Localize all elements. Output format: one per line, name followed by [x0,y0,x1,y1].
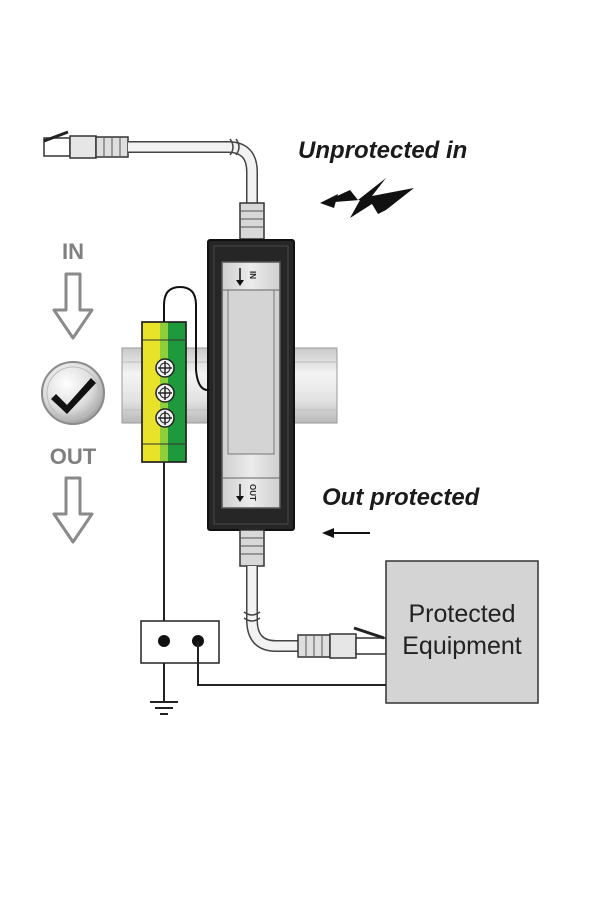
out-protected-label: Out protected [322,484,481,511]
ground-icon [150,663,178,715]
device-ground-wire [163,285,211,392]
input-plug [43,130,129,159]
out-arrow-icon [322,528,370,538]
lightning-bolt-icon [320,178,414,218]
out-down-arrow-icon [52,476,94,544]
unprotected-in-label: Unprotected in [298,137,467,164]
in-label: IN [62,239,84,264]
device-in-tag: IN [248,271,257,279]
device-in-marker: IN [236,268,257,286]
equipment-ground-wire [197,641,386,686]
surge-protector-device: IN OUT [207,239,295,531]
equipment-label-line1: Protected [408,600,515,628]
terminal-screw-2 [155,383,175,403]
protected-equipment-box: Protected Equipment [385,560,539,704]
device-out-marker: OUT [236,484,257,502]
output-cable [239,529,387,659]
ground-connection-box [140,620,220,664]
output-plug [297,626,387,659]
equipment-label-line2: Equipment [402,632,522,660]
input-cable [43,130,265,240]
device-out-tag: OUT [248,484,257,501]
in-down-arrow-icon [52,272,94,340]
terminal-screw-1 [155,358,175,378]
out-label: OUT [50,444,97,469]
checkmark-badge-icon [41,361,105,425]
ground-terminal-block [141,321,187,463]
terminal-screw-3 [155,408,175,428]
